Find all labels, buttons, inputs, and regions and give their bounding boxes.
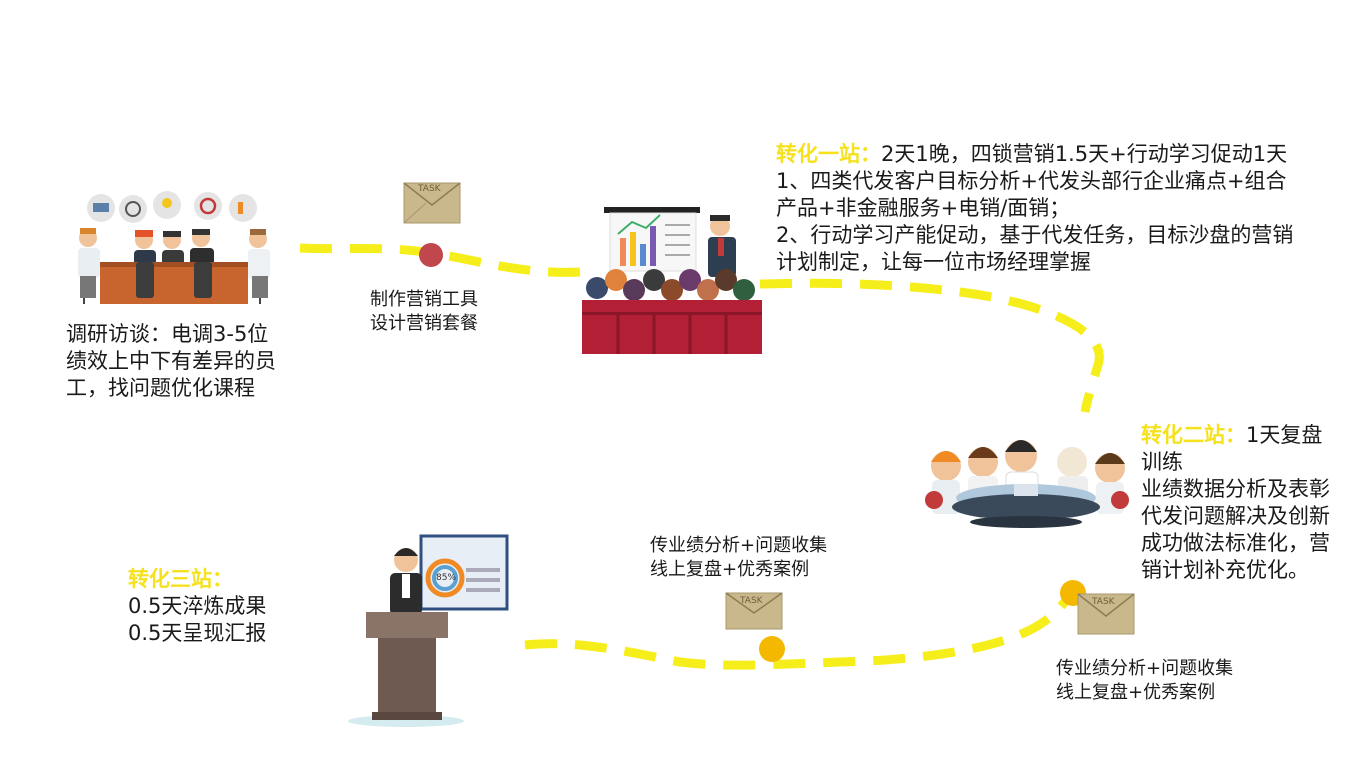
tools-text: 制作营销工具 设计营销套餐 bbox=[370, 288, 478, 336]
station0-line: 调研访谈：电调3-5位 bbox=[66, 322, 269, 346]
station0-line: 工，找问题优化课程 bbox=[66, 376, 255, 400]
station0-line: 绩效上中下有差异的员 bbox=[66, 349, 276, 373]
station2-line: 销计划补充优化。 bbox=[1141, 558, 1309, 582]
journey-path-lower bbox=[524, 590, 1075, 670]
station2-title: 转化二站： bbox=[1141, 423, 1246, 447]
station2-line: 代发问题解决及创新 bbox=[1141, 504, 1330, 528]
tools-line: 制作营销工具 bbox=[370, 289, 478, 310]
roundtable-team-illustration bbox=[925, 440, 1129, 528]
chart-percent-label: 85% bbox=[436, 573, 457, 583]
review-right-line: 传业绩分析+问题收集 bbox=[1056, 658, 1234, 679]
station3-text: 转化三站： 0.5天淬炼成果 0.5天呈现汇报 bbox=[128, 566, 266, 647]
station2-line: 成功做法标准化，营 bbox=[1141, 531, 1330, 555]
station1-line: 产品+非金融服务+电销/面销； bbox=[776, 196, 1071, 220]
station2-heading: 转化二站：1天复盘 bbox=[1141, 422, 1330, 449]
task-envelope-label: TASK bbox=[740, 596, 763, 606]
review-right-text: 传业绩分析+问题收集 线上复盘+优秀案例 bbox=[1056, 657, 1233, 705]
task-envelope-icon bbox=[403, 182, 461, 224]
task-envelope-icon bbox=[1077, 593, 1135, 635]
station2-title-rest: 1天复盘 bbox=[1246, 423, 1323, 447]
classroom-lecture-illustration bbox=[582, 207, 762, 354]
station3-title: 转化三站： bbox=[128, 567, 233, 591]
review-mid-line: 传业绩分析+问题收集 bbox=[650, 535, 828, 556]
station1-text: 转化一站：2天1晚，四锁营销1.5天+行动学习促动1天 1、四类代发客户目标分析… bbox=[776, 141, 1293, 276]
task-envelope-label: TASK bbox=[418, 184, 441, 194]
station3-line: 0.5天淬炼成果 bbox=[128, 594, 267, 618]
speaker-podium-illustration bbox=[348, 534, 509, 727]
station1-line: 1、四类代发客户目标分析+代发头部行企业痛点+组合 bbox=[776, 169, 1287, 193]
task-envelope-label: TASK bbox=[1092, 597, 1115, 607]
station2-line: 训练 bbox=[1141, 450, 1183, 474]
station1-heading: 转化一站：2天1晚，四锁营销1.5天+行动学习促动1天 bbox=[776, 141, 1293, 168]
station1-line: 2、行动学习产能促动，基于代发任务，目标沙盘的营销 bbox=[776, 223, 1294, 247]
tools-line: 设计营销套餐 bbox=[370, 313, 478, 334]
station2-text: 转化二站：1天复盘 训练 业绩数据分析及表彰 代发问题解决及创新 成功做法标准化… bbox=[1141, 422, 1330, 584]
station1-line: 计划制定，让每一位市场经理掌握 bbox=[776, 250, 1091, 274]
station0-text: 调研访谈：电调3-5位 绩效上中下有差异的员 工，找问题优化课程 bbox=[66, 321, 276, 402]
meeting-team-illustration bbox=[78, 191, 270, 304]
station1-title: 转化一站： bbox=[776, 142, 881, 166]
task-envelope-icon bbox=[725, 592, 783, 630]
station3-line: 0.5天呈现汇报 bbox=[128, 621, 267, 645]
milestone-dot-red bbox=[419, 243, 443, 267]
review-right-line: 线上复盘+优秀案例 bbox=[1056, 682, 1216, 703]
review-mid-text: 传业绩分析+问题收集 线上复盘+优秀案例 bbox=[650, 534, 827, 582]
station2-line: 业绩数据分析及表彰 bbox=[1141, 477, 1330, 501]
review-mid-line: 线上复盘+优秀案例 bbox=[650, 559, 810, 580]
milestone-dot-orange-mid bbox=[759, 636, 785, 662]
station1-title-rest: 2天1晚，四锁营销1.5天+行动学习促动1天 bbox=[881, 142, 1288, 166]
